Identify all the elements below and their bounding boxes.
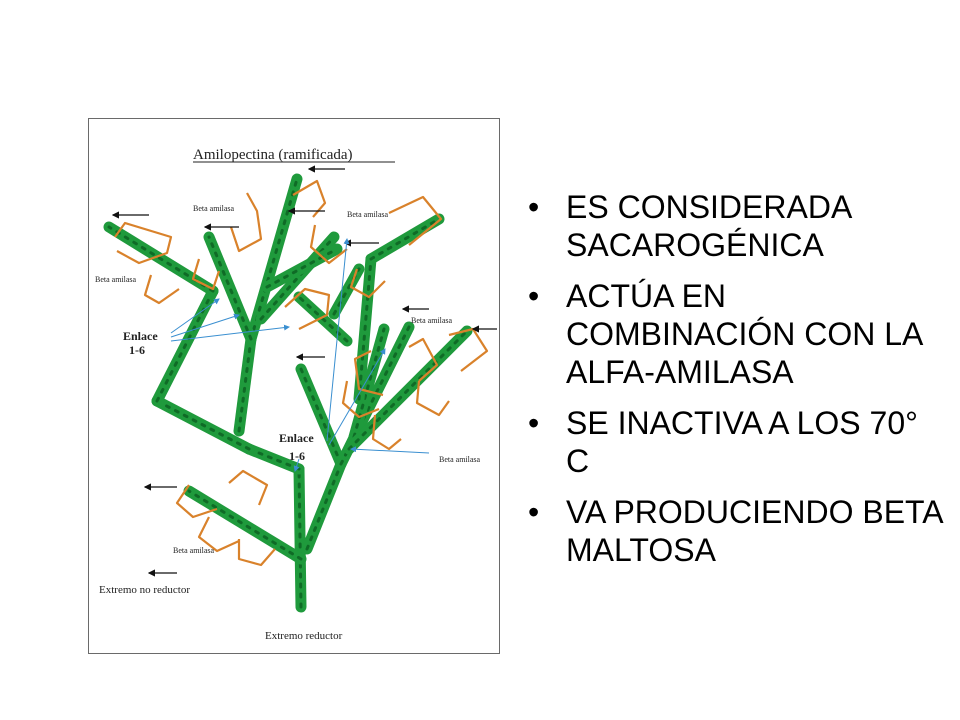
- beta-amylase-bracket-13: [341, 380, 380, 419]
- beta-amylase-bracket-17: [197, 516, 240, 553]
- chain-bead-20: [347, 329, 469, 451]
- chain-bead-14: [352, 327, 386, 439]
- link-label-b-line1: Enlace: [279, 431, 314, 445]
- beta-amylase-bracket-3: [191, 258, 221, 291]
- bullet-text-1: ES CONSIDERADA SACAROGÉNICA: [566, 189, 851, 263]
- bullet-dot: •: [528, 405, 540, 441]
- beta-amylase-bracket-15: [415, 380, 450, 417]
- blue-arrow-6: [350, 446, 430, 454]
- beta-amylase-bracket-8: [388, 195, 443, 246]
- bullet-dot: •: [528, 278, 540, 314]
- chain-bead-3: [155, 399, 251, 451]
- bullet-item-1: • ES CONSIDERADA SACAROGÉNICA: [522, 188, 942, 264]
- beta-label-3: Beta amilasa: [95, 275, 137, 284]
- chain-bead-18: [265, 247, 339, 289]
- beta-amylase-bracket-18: [228, 469, 269, 506]
- beta-label-2: Beta amilasa: [347, 210, 389, 219]
- bullet-item-2: • ACTÚA EN COMBINACIÓN CON LA ALFA-AMILAS…: [522, 277, 942, 391]
- beta-amylase-bracket-1: [114, 221, 173, 265]
- beta-amylase-bracket-11: [408, 337, 439, 382]
- chain-bead-12: [299, 367, 343, 466]
- chain-bead-15: [357, 257, 373, 401]
- chain-segment-6: [233, 333, 257, 437]
- beta-amylase-bracket-6: [309, 224, 348, 265]
- bullet-item-4: • VA PRODUCIENDO BETA MALTOSA: [522, 493, 942, 569]
- bullet-dot: •: [528, 494, 540, 530]
- arrows: [111, 165, 497, 577]
- bullet-text-2: ACTÚA EN COMBINACIÓN CON LA ALFA-AMILASA: [566, 278, 922, 390]
- beta-amylase-bracket-2: [143, 274, 180, 305]
- chain-bead-7: [249, 177, 299, 341]
- chain-bead-1: [297, 467, 303, 609]
- beta-amylase-bracket-16: [175, 484, 218, 519]
- chain-bead-8: [207, 235, 253, 341]
- link-label-b-line2: 1-6: [289, 449, 305, 463]
- chain-segment-11: [301, 458, 347, 555]
- beta-amylase-brackets: [114, 179, 489, 567]
- chain-bead-2: [247, 447, 301, 471]
- chain-bead-17: [297, 295, 349, 343]
- bullet-text-3: SE INACTIVA A LOS 70° C: [566, 405, 918, 479]
- figure-title: Amilopectina (ramificada): [193, 147, 353, 163]
- beta-amylase-bracket-19: [237, 539, 276, 567]
- blue-arrow-3: [170, 324, 290, 342]
- amylopectin-figure: Amilopectina (ramificada) Beta amilasa B…: [88, 118, 500, 654]
- beta-amylase-bracket-4: [229, 192, 263, 253]
- blue-arrow-7: [293, 458, 300, 472]
- bullet-dot: •: [528, 189, 540, 225]
- link-label-a-line2: 1-6: [129, 343, 145, 357]
- beta-label-4: Beta amilasa: [411, 316, 453, 325]
- beta-label-6: Beta amilasa: [173, 546, 215, 555]
- beta-amylase-bracket-10: [353, 350, 384, 397]
- beta-amylase-bracket-14: [371, 414, 402, 451]
- blue-arrow-4: [326, 238, 350, 442]
- blue-arrow-1: [170, 298, 220, 334]
- bullet-list: • ES CONSIDERADA SACAROGÉNICA • ACTÚA EN C…: [522, 188, 942, 582]
- extremo-reductor-label: Extremo reductor: [265, 630, 343, 642]
- amylopectin-diagram: Amilopectina (ramificada) Beta amilasa B…: [95, 147, 497, 642]
- bullet-item-3: • SE INACTIVA A LOS 70° C: [522, 404, 942, 480]
- bullet-text-4: VA PRODUCIENDO BETA MALTOSA: [566, 494, 942, 568]
- glucose-chains: [103, 173, 473, 613]
- extremo-no-reductor-label: Extremo no reductor: [99, 584, 190, 596]
- beta-amylase-bracket-9: [284, 287, 331, 330]
- beta-amylase-bracket-12: [448, 327, 489, 372]
- chain-bead-16: [369, 217, 441, 261]
- blue-arrow-2: [170, 313, 240, 338]
- chain-bead-10: [187, 489, 303, 561]
- beta-amylase-bracket-5: [292, 179, 327, 218]
- chain-bead-9: [259, 235, 336, 321]
- beta-label-1: Beta amilasa: [193, 204, 235, 213]
- beta-label-5: Beta amilasa: [439, 455, 481, 464]
- beta-amylase-bracket-7: [349, 268, 386, 299]
- blue-arrow-5: [328, 348, 386, 446]
- link-label-a-line1: Enlace: [123, 329, 158, 343]
